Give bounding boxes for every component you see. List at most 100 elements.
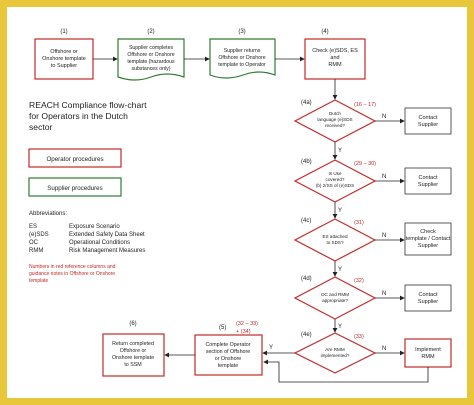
action-3-box (404, 222, 452, 256)
step-3-line-1: Supplier returns (224, 48, 261, 54)
step-5-line-1: Complete Operator (205, 342, 250, 348)
abbr-es-desc: Exposure Scenario (69, 224, 120, 230)
note-line-3: template (29, 278, 48, 284)
decision-4a-number: (4a) (301, 100, 312, 106)
action-5-box (404, 338, 452, 368)
step-1-line-2: Onshore template (42, 56, 86, 62)
note-line-1: Numbers in red reference columns and (29, 264, 116, 270)
decision-4d-line-1: OC and RMM (321, 292, 349, 297)
decision-4d-no-label: N (382, 291, 386, 297)
step-6-line-2: Offshore or (120, 348, 147, 354)
decision-4a-no-label: N (382, 114, 386, 120)
action-2-box (404, 167, 452, 195)
decision-4d-ref: (32) (354, 278, 364, 284)
decision-4c-line-1: ES attached (322, 234, 347, 239)
step-5-box (194, 334, 263, 376)
step-5-line-3: or Onshore (215, 356, 242, 362)
abbr-rmm-desc: Risk Management Measures (69, 248, 145, 254)
step-2-box (117, 38, 185, 81)
step-2-line-3: template (hazardous (127, 59, 175, 65)
legend-supplier-label: Supplier procedures (47, 185, 102, 192)
action-3-line-2: template / Contact (406, 236, 451, 242)
decision-4e-number: (4e) (301, 332, 312, 338)
decision-4e-ref: (33) (354, 334, 364, 340)
step-6-line-4: to SSM (124, 362, 141, 368)
decision-4b-yes-label: Y (338, 208, 342, 214)
decision-4e-line-1: Are RMM (325, 347, 345, 352)
step-6-box (102, 333, 165, 377)
step-3-line-3: template to Operator (218, 62, 266, 68)
title-line-3: sector (29, 122, 53, 132)
step-5-number: (5) (219, 325, 226, 331)
connector-rmm-to-step-5 (263, 359, 429, 383)
abbr-oc: OC (29, 240, 39, 246)
decision-4d-line-2: appropriate? (322, 298, 348, 303)
step-4-line-3: RMM (328, 62, 342, 68)
action-1-box (404, 107, 452, 135)
step-4-number: (4) (321, 29, 328, 35)
decision-4c-yes-label: Y (338, 267, 342, 273)
decision-4e-no-label: N (382, 346, 386, 352)
title-line-2: for Operators in the Dutch (29, 111, 128, 121)
step-2-line-4: substances only) (132, 66, 171, 72)
decision-4d-number: (4d) (301, 276, 312, 282)
step-5-line-4: template (218, 363, 238, 369)
title-line-1: REACH Compliance flow-chart (29, 100, 147, 110)
step-3-number: (3) (238, 29, 245, 35)
decision-4b-number: (4b) (301, 159, 312, 165)
step-1-box (34, 38, 94, 80)
decision-4c-ref: (31) (354, 220, 364, 226)
decision-4a-line-1: Dutch (329, 111, 341, 116)
action-4-box (404, 284, 452, 312)
decision-4b-ref: (29 – 30) (354, 161, 376, 167)
step-2-line-1: Supplier completes (129, 45, 174, 51)
decision-4d-yes-label: Y (338, 324, 342, 330)
abbr-rmm: RMM (29, 248, 43, 254)
legend-supplier-box (28, 177, 122, 197)
step-1-line-1: Offshore or (50, 49, 78, 55)
legend-operator-box (28, 148, 122, 168)
decision-4c-no-label: N (382, 233, 386, 239)
abbr-esds-desc: Extended Safety Data Sheet (69, 232, 145, 238)
step-2-number: (2) (147, 29, 154, 35)
decision-4c-number: (4c) (301, 218, 311, 224)
note-line-2: guidance notes in Offshore or Onshore (29, 271, 115, 277)
abbreviations-heading: Abbreviations: (29, 211, 67, 217)
step-6-line-1: Return completed (112, 341, 154, 347)
action-3-line-1: Check (420, 229, 436, 235)
action-5-line-2: RMM (421, 354, 435, 360)
decision-4a-yes-label: Y (338, 148, 342, 154)
step-6-number: (6) (129, 321, 136, 327)
step-4-line-2: and (330, 55, 339, 61)
decision-4e-diamond (293, 332, 377, 374)
action-3-line-3: Supplier (418, 243, 438, 249)
decision-4a-line-3: received? (325, 123, 345, 128)
decision-4c-line-2: to SDS? (326, 240, 344, 245)
decision-4e-line-2: implemented? (321, 353, 350, 358)
decision-4e-yes-label: Y (269, 345, 273, 351)
abbr-es: ES (29, 224, 37, 230)
step-5-ref-2: + (34) (236, 329, 251, 335)
legend-operator-label: Operator procedures (46, 156, 103, 163)
action-2-line-1: Contact (419, 175, 438, 181)
decision-4a-ref: (16 – 17) (354, 102, 376, 108)
step-5-line-2: section of Offshore (206, 349, 250, 355)
abbr-oc-desc: Operational Conditions (69, 240, 130, 246)
step-1-line-3: to Supplier (51, 63, 77, 69)
step-3-box (209, 38, 276, 79)
step-3-line-2: Offshore or Onshore (218, 55, 265, 61)
step-6-line-3: Onshore template (112, 355, 154, 361)
decision-4b-line-2: covered? (326, 177, 345, 182)
action-5-line-1: Implement (415, 347, 441, 353)
decision-4b-line-1: Is Use (328, 171, 341, 176)
action-4-line-2: Supplier (418, 299, 438, 305)
step-2-line-2: Offshore or Onshore (127, 52, 174, 58)
action-4-line-1: Contact (419, 292, 438, 298)
decision-4a-line-2: language (e)SDS (317, 117, 352, 122)
action-1-line-1: Contact (419, 115, 438, 121)
step-1-number: (1) (60, 29, 67, 35)
flowchart: (1) Offshore or Onshore template to Supp… (28, 29, 452, 383)
abbr-esds: (e)SDS (29, 232, 49, 238)
diagram-canvas: (1) Offshore or Onshore template to Supp… (7, 7, 467, 398)
action-1-line-2: Supplier (418, 122, 438, 128)
